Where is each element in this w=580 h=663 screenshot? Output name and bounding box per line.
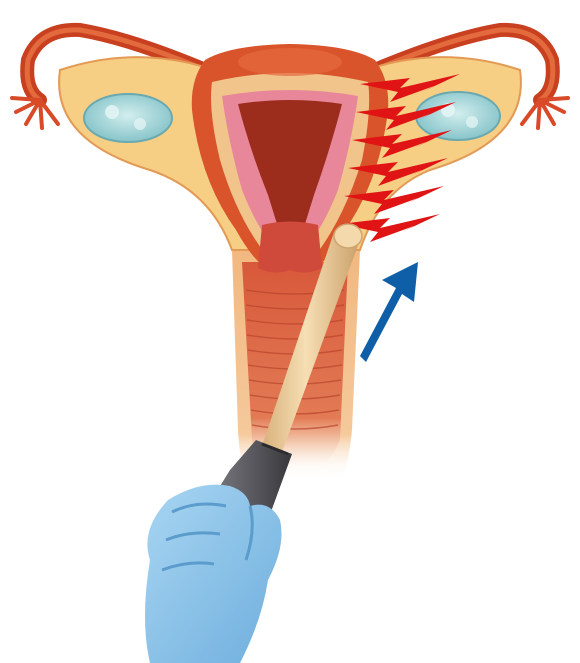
right-ovary bbox=[416, 92, 500, 140]
left-ovary bbox=[84, 94, 172, 142]
gloved-hand bbox=[145, 485, 282, 663]
arrow-up-right-icon bbox=[360, 262, 418, 362]
right-fimbriae bbox=[522, 98, 568, 128]
cervix bbox=[258, 222, 322, 273]
left-fimbriae bbox=[12, 98, 58, 128]
